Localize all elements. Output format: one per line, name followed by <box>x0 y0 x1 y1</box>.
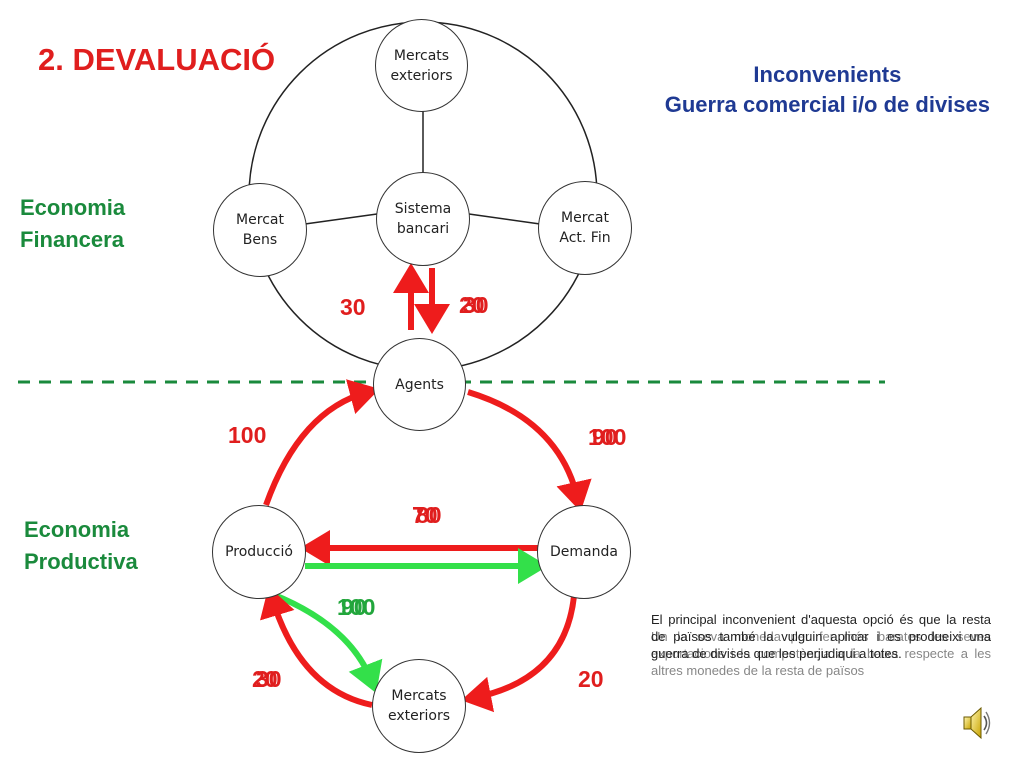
connector-right <box>468 213 541 225</box>
node-mercat-bens: Mercat Bens <box>213 183 307 277</box>
value-demanda-to-exteriors: 20 <box>578 666 604 692</box>
section-economia-financera: Economia Financera <box>20 192 125 256</box>
node-label: exteriors <box>387 708 450 724</box>
value-agents-to-demanda-a: 100 <box>588 424 627 450</box>
value-agents-to-banc: 30 <box>340 294 366 320</box>
node-mercats-exteriors-bottom: Mercats exteriors <box>372 659 466 753</box>
section-economia-productiva: Economia Productiva <box>24 514 138 578</box>
node-sistema-bancari: Sistema bancari <box>376 172 470 266</box>
arrow-produccio-to-agents <box>263 379 380 507</box>
section-financera-line1: Economia <box>20 195 126 220</box>
arrow-demanda-to-exteriors <box>461 595 577 713</box>
note-text: El principal inconvenient d'aquesta opci… <box>651 612 991 661</box>
node-mercats-exteriors-top: Mercats exteriors <box>375 19 468 112</box>
slide-title: 2. DEVALUACIÓ <box>38 42 276 77</box>
inconvenients-heading: Inconvenients Guerra comercial i/o de di… <box>665 60 990 120</box>
node-agents: Agents <box>373 338 466 431</box>
section-financera-line2: Financera <box>20 227 124 252</box>
value-agents-to-demanda-b: 90 <box>592 424 618 450</box>
value-produccio-to-agents: 100 <box>228 422 267 448</box>
node-demanda: Demanda <box>537 505 631 599</box>
value-produccio-to-exteriors-a: 100 <box>337 594 376 620</box>
guerra-label: Guerra comercial i/o de divises <box>664 92 990 117</box>
node-label: exteriors <box>390 67 453 84</box>
node-label: Mercat <box>236 212 284 228</box>
value-exteriors-to-produccio-b: 30 <box>256 666 282 692</box>
section-productiva-line1: Economia <box>24 517 130 542</box>
inconvenients-label: Inconvenients <box>753 62 902 87</box>
node-label: Bens <box>242 232 278 248</box>
value-produccio-to-exteriors-b: 90 <box>341 594 367 620</box>
value-demanda-to-produccio-a: 70 <box>412 502 438 528</box>
speaker-icon[interactable] <box>962 704 992 747</box>
connector-left <box>304 213 378 225</box>
node-label: bancari <box>396 221 450 237</box>
value-banc-to-agents-a: 20 <box>459 292 485 318</box>
node-label: Mercat <box>561 210 609 226</box>
node-mercat-act-fin: Mercat Act. Fin <box>538 181 632 275</box>
node-label: Mercats <box>393 47 450 64</box>
node-label: Producció <box>225 544 293 560</box>
value-banc-to-agents-b: 30 <box>463 292 489 318</box>
arrow-agents-to-demanda <box>467 389 592 512</box>
node-label: Mercats <box>391 688 447 704</box>
node-label: Sistema <box>394 201 452 217</box>
note-text-overlap: Un la seva moneda per fer més barates le… <box>651 629 991 678</box>
section-productiva-line2: Productiva <box>24 549 138 574</box>
node-label: Demanda <box>550 544 618 560</box>
node-label: Agents <box>395 376 444 393</box>
arrow-exteriors-to-produccio <box>260 586 373 708</box>
value-demanda-to-produccio-b: 80 <box>416 502 442 528</box>
node-label: Act. Fin <box>559 230 611 246</box>
node-produccio: Producció <box>212 505 306 599</box>
value-exteriors-to-produccio-a: 20 <box>252 666 278 692</box>
